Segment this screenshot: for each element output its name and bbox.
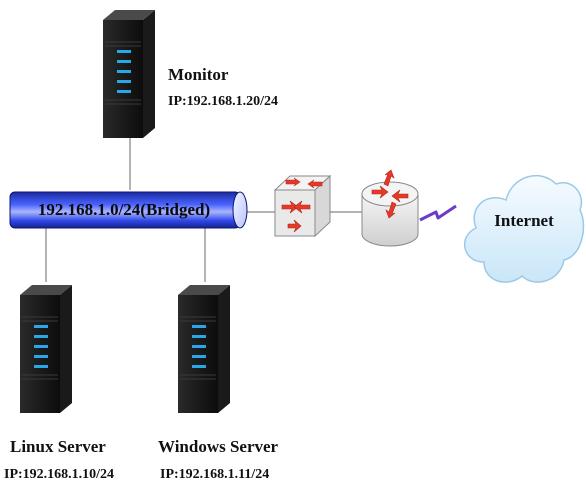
monitor-ip: IP:192.168.1.20/24 <box>168 94 278 109</box>
links <box>45 135 362 282</box>
windows-ip: IP:192.168.1.11/24 <box>160 467 269 482</box>
server-rack-icon <box>102 9 156 139</box>
server-rack-icon <box>177 284 231 414</box>
cloud-icon: Internet <box>463 174 585 283</box>
bus-label: 192.168.1.0/24(Bridged) <box>38 200 210 219</box>
linux-server <box>19 284 73 414</box>
network-bus: 192.168.1.0/24(Bridged) <box>9 191 248 229</box>
router-icon <box>361 169 419 247</box>
monitor-server <box>102 9 156 139</box>
internet-label: Internet <box>494 211 554 230</box>
windows-name: Windows Server <box>158 437 279 456</box>
switch-icon <box>273 174 332 238</box>
linux-name: Linux Server <box>10 437 106 456</box>
lightning-link-icon <box>419 204 457 222</box>
windows-server <box>177 284 231 414</box>
linux-ip: IP:192.168.1.10/24 <box>4 467 114 482</box>
monitor-name: Monitor <box>168 65 229 84</box>
server-rack-icon <box>19 284 73 414</box>
